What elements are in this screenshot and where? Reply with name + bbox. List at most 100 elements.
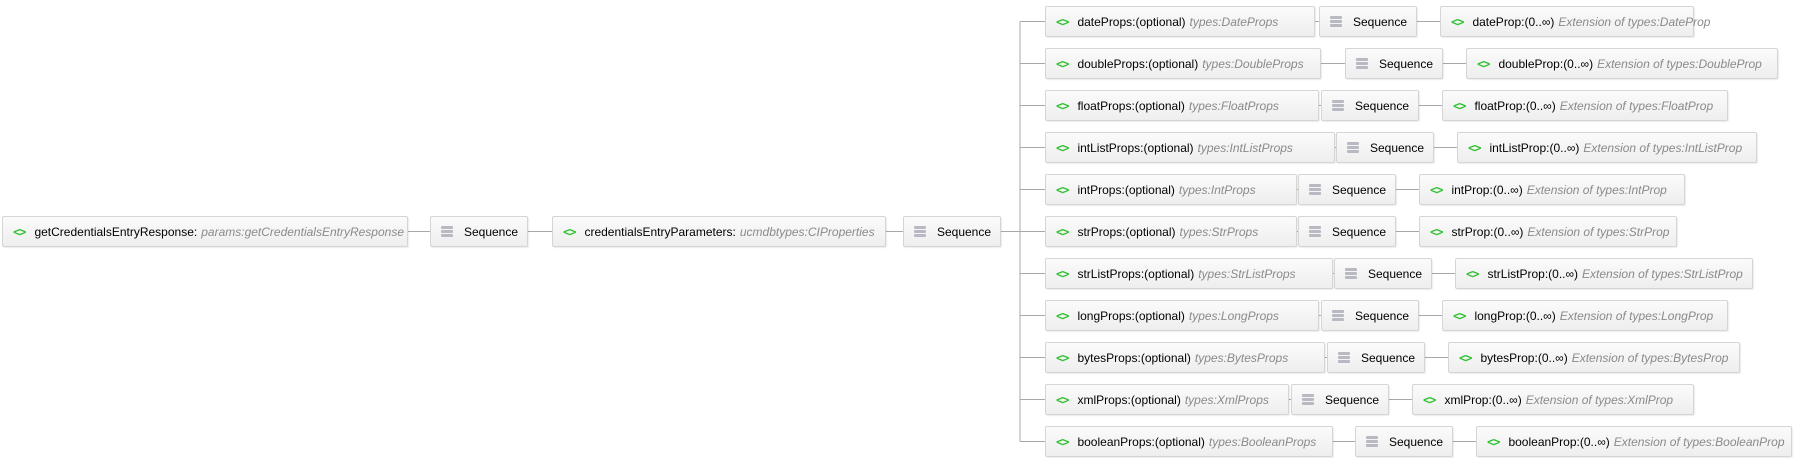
extension-type: types:BooleanProp: [1683, 434, 1785, 449]
multiplicity: (0..∞): [1563, 56, 1594, 71]
element-icon: <>: [1056, 182, 1069, 197]
element-type: Extension of types:BooleanProp: [1614, 435, 1785, 449]
element-icon: <>: [1056, 434, 1069, 449]
prop-sequence-intListProps[interactable]: Sequence: [1336, 132, 1434, 163]
element-icon: <>: [1453, 308, 1466, 323]
separator: :: [1488, 392, 1492, 407]
prop-sequence-strProps[interactable]: Sequence: [1298, 216, 1396, 247]
element-name: bytesProps: [1077, 350, 1138, 365]
extension-prefix: Extension of: [1583, 140, 1653, 155]
item-element-dateProp[interactable]: <>dateProp : (0..∞)Extension of types:Da…: [1440, 6, 1710, 37]
element-type: Extension of types:DoubleProp: [1597, 57, 1762, 71]
prop-sequence-dateProps[interactable]: Sequence: [1319, 6, 1417, 37]
prop-sequence-bytesProps[interactable]: Sequence: [1327, 342, 1425, 373]
element-name: intListProps: [1077, 140, 1141, 155]
root-sequence-node[interactable]: Sequence: [430, 216, 528, 247]
element-name: longProp: [1474, 308, 1523, 323]
element-type: Extension of types:IntProp: [1527, 183, 1667, 197]
item-element-strProp[interactable]: <>strProp : (0..∞)Extension of types:Str…: [1419, 216, 1677, 247]
element-type: params:getCredentialsEntryResponse: [201, 224, 404, 239]
item-element-longProp[interactable]: <>longProp : (0..∞)Extension of types:Lo…: [1442, 300, 1728, 331]
prop-sequence-intProps[interactable]: Sequence: [1298, 174, 1396, 205]
extension-prefix: Extension of: [1597, 56, 1667, 71]
element-type: types:XmlProps: [1184, 392, 1269, 407]
child-element-node[interactable]: <> credentialsEntryParameters : ucmdbtyp…: [552, 216, 886, 247]
prop-element-strListProps[interactable]: <>strListProps : (optional)types:StrList…: [1045, 258, 1333, 289]
multiplicity: (0..∞): [1548, 266, 1579, 281]
sequence-icon: [1365, 436, 1379, 447]
separator: :: [1131, 98, 1135, 113]
prop-element-bytesProps[interactable]: <>bytesProps : (optional)types:BytesProp…: [1045, 342, 1325, 373]
separator: :: [1576, 434, 1580, 449]
prop-element-doubleProps[interactable]: <>doubleProps : (optional)types:DoublePr…: [1045, 48, 1321, 79]
prop-element-xmlProps[interactable]: <>xmlProps : (optional)types:XmlProps: [1045, 384, 1289, 415]
element-type: types:BooleanProps: [1208, 434, 1317, 449]
sequence-icon: [1355, 58, 1369, 69]
separator: :: [1121, 182, 1125, 197]
prop-sequence-booleanProps[interactable]: Sequence: [1355, 426, 1453, 457]
multiplicity: (0..∞): [1491, 392, 1522, 407]
item-element-intProp[interactable]: <>intProp : (0..∞)Extension of types:Int…: [1419, 174, 1685, 205]
sequence-label: Sequence: [1324, 392, 1380, 407]
optional-label: (optional): [1143, 140, 1194, 155]
extension-prefix: Extension of: [1613, 434, 1684, 449]
item-element-doubleProp[interactable]: <>doubleProp : (0..∞)Extension of types:…: [1466, 48, 1778, 79]
extension-type: types:FloatProp: [1629, 98, 1714, 113]
prop-element-dateProps[interactable]: <>dateProps : (optional)types:DateProps: [1045, 6, 1315, 37]
element-name: intListProp: [1489, 140, 1547, 155]
separator: :: [1489, 182, 1493, 197]
element-name: strProp: [1451, 224, 1491, 239]
item-element-intListProp[interactable]: <>intListProp : (0..∞)Extension of types…: [1457, 132, 1757, 163]
element-icon: <>: [1056, 56, 1069, 71]
separator: :: [1544, 266, 1549, 281]
sequence-icon: [913, 226, 927, 237]
element-name: dateProp: [1472, 14, 1522, 29]
element-icon: <>: [1056, 392, 1069, 407]
sequence-label: Sequence: [1331, 182, 1387, 197]
separator: :: [1122, 224, 1126, 239]
sequence-icon: [1344, 268, 1358, 279]
element-type: Extension of types:FloatProp: [1560, 99, 1713, 113]
extension-type: types:LongProp: [1629, 308, 1714, 323]
element-icon: <>: [1466, 266, 1479, 281]
extension-prefix: Extension of: [1571, 350, 1642, 365]
multiplicity: (0..∞): [1524, 14, 1555, 29]
element-type: types:IntListProps: [1197, 140, 1293, 155]
item-element-booleanProp[interactable]: <>booleanProp : (0..∞)Extension of types…: [1476, 426, 1792, 457]
item-element-xmlProp[interactable]: <>xmlProp : (0..∞)Extension of types:Xml…: [1412, 384, 1694, 415]
prop-element-booleanProps[interactable]: <>booleanProps : (optional)types:Boolean…: [1045, 426, 1333, 457]
prop-element-longProps[interactable]: <>longProps : (optional)types:LongProps: [1045, 300, 1319, 331]
prop-element-intProps[interactable]: <>intProps : (optional)types:IntProps: [1045, 174, 1297, 205]
extension-prefix: Extension of: [1582, 266, 1652, 281]
prop-sequence-doubleProps[interactable]: Sequence: [1345, 48, 1443, 79]
element-name: floatProps: [1077, 98, 1132, 113]
sequence-icon: [1301, 394, 1315, 405]
optional-label: (optional): [1144, 266, 1195, 281]
prop-element-intListProps[interactable]: <>intListProps : (optional)types:IntList…: [1045, 132, 1335, 163]
child-sequence-node[interactable]: Sequence: [903, 216, 1001, 247]
item-element-strListProp[interactable]: <>strListProp : (0..∞)Extension of types…: [1455, 258, 1753, 289]
separator: :: [1546, 140, 1550, 155]
extension-prefix: Extension of: [1526, 182, 1597, 197]
element-name: bytesProp: [1480, 350, 1535, 365]
extension-prefix: Extension of: [1527, 224, 1597, 239]
prop-sequence-xmlProps[interactable]: Sequence: [1291, 384, 1389, 415]
sequence-icon: [1308, 184, 1322, 195]
separator: :: [1131, 308, 1135, 323]
element-name: xmlProp: [1444, 392, 1489, 407]
prop-sequence-floatProps[interactable]: Sequence: [1321, 90, 1419, 121]
prop-sequence-strListProps[interactable]: Sequence: [1334, 258, 1432, 289]
prop-element-floatProps[interactable]: <>floatProps : (optional)types:FloatProp…: [1045, 90, 1319, 121]
root-element-node[interactable]: <> getCredentialsEntryResponse : params:…: [2, 216, 408, 247]
element-icon: <>: [1430, 224, 1443, 239]
sequence-label: Sequence: [1354, 98, 1410, 113]
item-element-floatProp[interactable]: <>floatProp : (0..∞)Extension of types:F…: [1442, 90, 1728, 121]
prop-element-strProps[interactable]: <>strProps : (optional)types:StrProps: [1045, 216, 1297, 247]
prop-sequence-longProps[interactable]: Sequence: [1321, 300, 1419, 331]
optional-label: (optional): [1135, 14, 1186, 29]
item-element-bytesProp[interactable]: <>bytesProp : (0..∞)Extension of types:B…: [1448, 342, 1740, 373]
sequence-icon: [1337, 352, 1351, 363]
element-name: floatProp: [1474, 98, 1523, 113]
